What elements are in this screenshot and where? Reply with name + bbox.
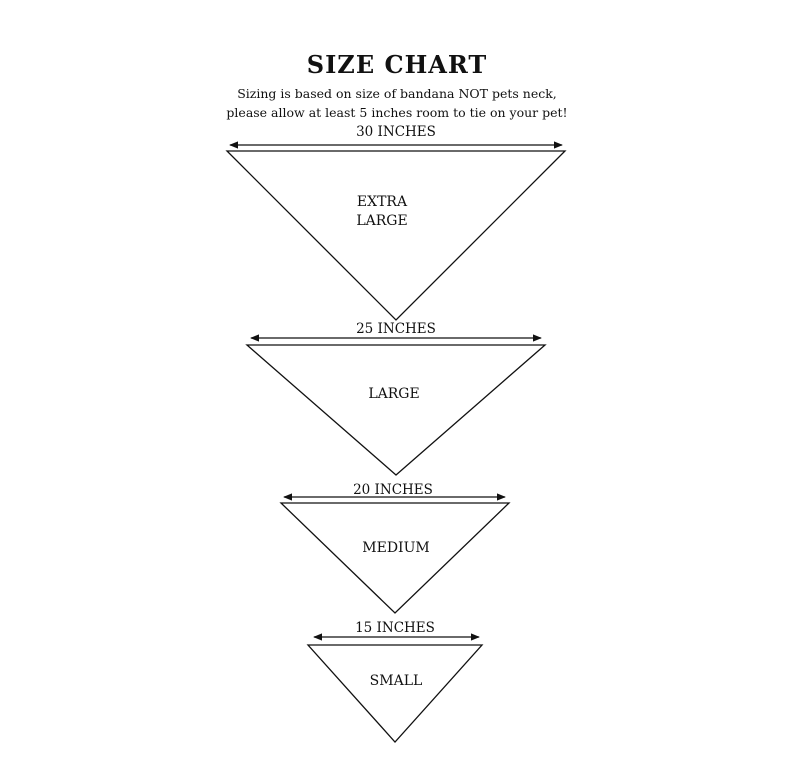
width-label-extra-large: 30 INCHES xyxy=(356,124,436,140)
page-title: SIZE CHART xyxy=(306,50,488,79)
size-name-extra-large-line2: LARGE xyxy=(356,213,407,229)
bandana-triangle-extra-large xyxy=(225,150,567,321)
width-label-small: 15 INCHES xyxy=(355,620,435,636)
subtitle-line-1: Sizing is based on size of bandana NOT p… xyxy=(237,86,557,101)
width-label-large: 25 INCHES xyxy=(356,321,436,337)
bandana-triangle-medium xyxy=(279,502,511,614)
size-medium: 20 INCHES MEDIUM xyxy=(279,482,511,614)
bandana-triangle-large xyxy=(245,344,547,476)
size-large: 25 INCHES LARGE xyxy=(245,321,547,476)
size-name-medium: MEDIUM xyxy=(362,540,429,556)
bandana-triangle-small xyxy=(306,644,484,743)
size-name-large: LARGE xyxy=(368,386,419,402)
size-small: 15 INCHES SMALL xyxy=(306,620,484,743)
subtitle-line-2: please allow at least 5 inches room to t… xyxy=(226,105,568,120)
size-name-extra-large-line1: EXTRA xyxy=(357,194,408,210)
size-extra-large: 30 INCHES EXTRA LARGE xyxy=(225,124,567,321)
size-name-small: SMALL xyxy=(370,673,423,689)
width-label-medium: 20 INCHES xyxy=(353,482,433,498)
